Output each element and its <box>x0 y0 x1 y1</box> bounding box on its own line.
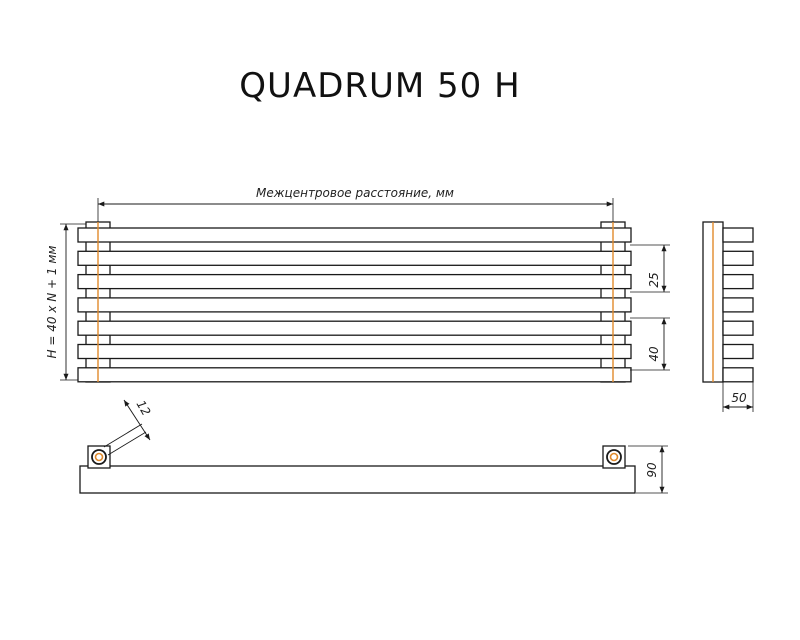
height-formula-label: H = 40 x N + 1 мм <box>45 246 59 359</box>
tube-2 <box>77 250 632 266</box>
side-tube-end-1 <box>722 227 754 243</box>
left-connector-outer <box>91 449 107 465</box>
tube-pitch-label: 25 <box>647 272 661 287</box>
top-view-body <box>79 465 636 494</box>
tube-5 <box>77 320 632 336</box>
center-distance-label: Межцентровое расстояние, мм <box>256 186 454 200</box>
side-tube-end-3 <box>722 273 754 290</box>
right-connector-outer <box>606 449 622 465</box>
tube-7 <box>77 367 632 383</box>
side-tube-ends <box>722 227 754 383</box>
side-tube-end-4 <box>722 297 754 313</box>
tube-3 <box>77 273 632 290</box>
tube-1 <box>77 227 632 243</box>
right-connector-inner <box>609 452 619 462</box>
diagram-title: QUADRUM 50 H <box>239 66 521 106</box>
side-view: 50 <box>702 221 754 412</box>
horizontal-tubes <box>77 227 632 383</box>
top-view: 12 90 <box>79 398 668 494</box>
side-tube-end-2 <box>722 250 754 266</box>
depth-label: 50 <box>731 391 747 405</box>
tube-4 <box>77 297 632 313</box>
top-height-label: 90 <box>645 462 659 478</box>
pipe-diameter-dimension <box>123 399 151 441</box>
front-view: Межцентровое расстояние, мм H = 40 x N +… <box>45 186 670 383</box>
side-tube-end-6 <box>722 343 754 360</box>
side-tube-end-5 <box>722 320 754 336</box>
pipe-leader-lower <box>107 431 147 456</box>
side-tube-end-7 <box>722 367 754 383</box>
pipe-diameter-label: 12 <box>134 398 154 418</box>
tube-spacing-label: 40 <box>647 346 661 362</box>
pipe-leader-upper <box>103 423 143 448</box>
tube-6 <box>77 343 632 360</box>
left-connector-inner <box>94 452 104 462</box>
